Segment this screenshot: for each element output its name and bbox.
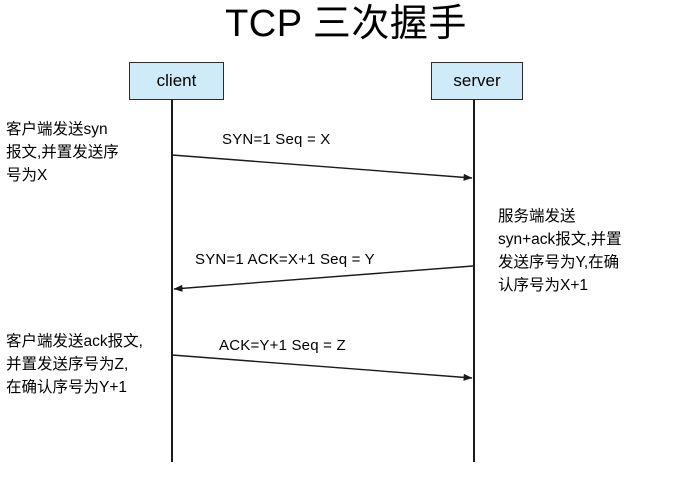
message-label-syn-ack: SYN=1 ACK=X+1 Seq = Y xyxy=(195,251,375,268)
message-arrow-syn xyxy=(171,154,473,181)
lifeline-client xyxy=(171,100,173,462)
message-label-syn: SYN=1 Seq = X xyxy=(222,131,331,148)
message-arrow-ack xyxy=(171,354,473,381)
page-title: TCP 三次握手 xyxy=(225,3,467,45)
note-client-syn: 客户端发送syn 报文,并置发送序 号为X xyxy=(6,121,119,184)
participant-box-server: server xyxy=(431,62,523,100)
participant-label-client: client xyxy=(156,71,197,90)
note-client-ack: 客户端发送ack报文, 并置发送序号为Z, 在确认序号为Y+1 xyxy=(6,333,143,396)
participant-box-client: client xyxy=(129,62,224,100)
message-label-ack: ACK=Y+1 Seq = Z xyxy=(219,337,346,354)
participant-label-server: server xyxy=(453,71,501,90)
lifeline-server xyxy=(473,100,475,462)
message-arrow-syn-ack xyxy=(173,265,474,292)
note-server-syn-ack: 服务端发送 syn+ack报文,并置 发送序号为Y,在确 认序号为X+1 xyxy=(498,208,622,294)
